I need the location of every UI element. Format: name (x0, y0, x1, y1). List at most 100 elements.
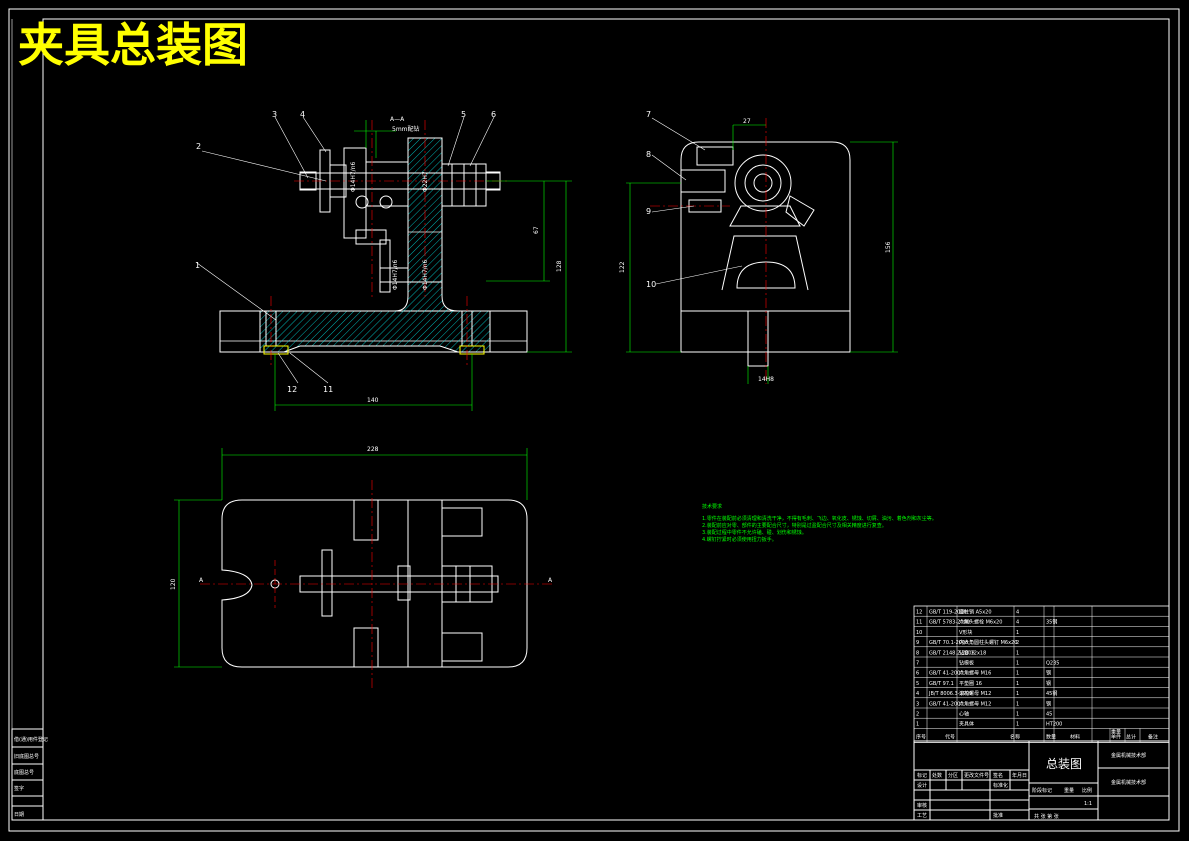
bom-cell-no: 2 (916, 712, 919, 718)
bom-cell-no: 6 (916, 671, 919, 677)
tb-mark: 标记 (917, 772, 927, 779)
bom-cell-name: 内六角圆柱头螺钉 M6x20 (959, 639, 1017, 646)
bom-cell-qty: 1 (1016, 691, 1019, 697)
strip-date: 日期 (14, 812, 24, 818)
bom-header-weight: 重量 (1111, 728, 1121, 735)
bom-cell-no: 1 (916, 722, 919, 728)
bom-cell-mat: 钢 (1046, 680, 1051, 687)
bom-cell-code: GB/T 5783-2000 (929, 620, 970, 626)
section-mark-right: A (548, 577, 553, 584)
tb-review: 审核 (917, 802, 927, 809)
dim-front-mid: 67 (533, 226, 540, 234)
inner-border (42, 18, 1170, 821)
tb-change-doc: 更改文件号 (964, 772, 989, 779)
bom-cell-qty: 4 (1016, 620, 1019, 626)
bom-cell-mat: 45钢 (1046, 690, 1057, 697)
bom-cell-no: 12 (916, 610, 922, 616)
bom-cell-code: GB/T 119-2000 (929, 610, 967, 616)
dim-side-top: 27 (743, 118, 751, 125)
bom-header-unit: 单件 (1111, 733, 1121, 740)
dim-plan-height: 120 (170, 578, 177, 590)
bom-cell-code: GB/T 97.1 (929, 681, 954, 687)
tech-item-2: 2.装配前应对零、部件的主要配合尺寸，特别是过盈配合尺寸及相关精度进行复查。 (702, 522, 887, 529)
bom-cell-code: GB/T 41-2000 (929, 671, 964, 677)
bom-cell-qty: 1 (1016, 650, 1019, 656)
bom-cell-qty: 1 (1016, 630, 1019, 636)
part-number-5: 5 (461, 110, 466, 119)
fit-3: Φ14H7/n6 (422, 259, 429, 290)
dim-side-b: 156 (885, 241, 892, 253)
bom-cell-no: 3 (916, 701, 919, 707)
tb-sheet: 共 张 第 张 (1034, 813, 1059, 820)
part-number-11: 11 (323, 385, 333, 394)
front-view: 140 67 128 A—A 5mm配钻 Φ14H7/n6 Φ22H7 Φ14H… (195, 110, 572, 411)
bom-cell-qty: 4 (1016, 610, 1019, 616)
part-number-9: 9 (646, 207, 651, 216)
part-number-1: 1 (195, 261, 200, 270)
tb-design: 设计 (917, 782, 927, 789)
part-number-10: 10 (646, 280, 656, 289)
bom-cell-name: 平垫圈 16 (959, 680, 982, 687)
left-strip: 借(通)用件登记 旧底图总号 底图总号 签字 日期 (11, 728, 48, 821)
strip-reuse: 借(通)用件登记 (14, 736, 48, 743)
bom-cell-mat: HT200 (1046, 722, 1062, 728)
tb-drawing-name: 总装图 (1046, 757, 1082, 771)
bom-cell-mat: 45 (1046, 712, 1052, 718)
part-number-2: 2 (196, 142, 201, 151)
bom-cell-name: 夹具体 (959, 721, 974, 728)
bom-cell-qty: 1 (1016, 722, 1019, 728)
bom-cell-name: 六角螺母 M16 (959, 670, 991, 677)
tech-item-1: 1.零件在装配前必须清理和清洗干净，不得有毛刺、飞边、氧化皮、锈蚀、切屑、油污、… (702, 515, 937, 522)
tb-company-a: 金属机械技术部 (1111, 752, 1146, 759)
fit-1: Φ14H7/n6 (350, 161, 357, 192)
tb-process: 工艺 (917, 813, 927, 819)
dim-side-bottom: 14H8 (758, 376, 774, 383)
outer-border (8, 8, 1180, 832)
bom-header-mat: 材料 (1070, 733, 1080, 740)
bom-cell-mat: Q235 (1046, 661, 1059, 667)
drawing-title: 夹具总装图 (18, 18, 248, 72)
strip-old-base: 旧底图总号 (14, 753, 39, 760)
tb-date: 年月日 (1012, 772, 1027, 779)
bom-header-qty: 数量 (1046, 733, 1056, 740)
section-mark-left: A (199, 577, 204, 584)
tb-standard: 标准化 (993, 782, 1008, 789)
bom-cell-qty: 1 (1016, 712, 1019, 718)
tb-ratio: 比例 (1082, 787, 1092, 794)
tech-item-4: 4.螺钉拧紧时必须使用扭力扳手。 (702, 536, 777, 543)
bom-cell-qty: 2 (1016, 640, 1019, 646)
strip-sign: 签字 (14, 785, 24, 792)
bom-cell-name: V形块 (959, 629, 972, 636)
bom-cell-name: 滚花螺母 M12 (959, 690, 991, 697)
tb-company-b: 金属机械技术部 (1111, 779, 1146, 786)
dim-front-width: 140 (367, 397, 379, 404)
tb-approve: 批准 (993, 812, 1003, 819)
strip-base: 底图总号 (14, 769, 34, 776)
bom-cell-name: 钻模板 (959, 660, 974, 667)
title-block: 总装图 金属机械技术部 金属机械技术部 标记 处数 分区 更改文件号 签名 年月… (913, 740, 1170, 821)
tb-sign: 签名 (993, 772, 1003, 779)
tb-count: 处数 (932, 772, 942, 779)
bom-header-no: 序号 (916, 733, 926, 740)
dim-front-total: 128 (556, 260, 563, 272)
tb-stage: 阶段标记 (1032, 787, 1052, 794)
fit-4: Φ14H7/n6 (392, 259, 399, 290)
body-section (259, 281, 491, 353)
bom-cell-name: 六角螺母 M12 (959, 700, 991, 707)
bom-header-total: 总计 (1126, 733, 1136, 740)
bom-header-code: 代号 (945, 733, 955, 740)
bom-cell-no: 5 (916, 681, 919, 687)
part-number-12: 12 (287, 385, 297, 394)
dim-side-a: 122 (619, 261, 626, 273)
part-number-3: 3 (272, 110, 277, 119)
section-dim: 5mm配钻 (392, 125, 420, 133)
tb-scale: 1:1 (1084, 801, 1092, 807)
bom-cell-no: 9 (916, 640, 919, 646)
plan-outline (221, 499, 528, 668)
bom-cell-name: 六角头螺栓 M6x20 (959, 619, 1002, 626)
section-label: A—A (390, 116, 405, 123)
side-view: 27 122 156 14H8 7 8 9 10 (619, 110, 898, 384)
plan-view: 228 120 A A (170, 446, 555, 690)
